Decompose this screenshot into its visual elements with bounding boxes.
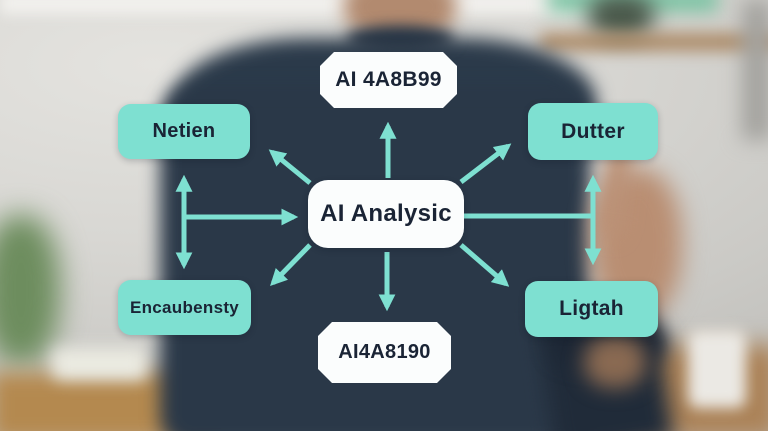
node-bottom-right: Ligtah: [525, 281, 658, 337]
mug-blur: [688, 330, 746, 408]
node-top-right-label: Dutter: [561, 119, 625, 143]
node-top-label: AI 4A8B99: [335, 68, 442, 91]
node-top-left: Netien: [118, 104, 250, 159]
white-object-blur: [52, 348, 147, 380]
wood-shelf-blur: [540, 34, 768, 50]
arrow-to-ligtah-icon: [459, 243, 510, 287]
node-top-left-label: Netien: [152, 120, 216, 142]
node-center: AI Analysic: [308, 180, 464, 248]
arrow-to-netien-icon: [268, 149, 312, 185]
node-top: AI 4A8B99: [320, 52, 457, 108]
node-bottom-left-label: Encaubensty: [129, 297, 240, 317]
person-collar: [346, 26, 454, 52]
node-bottom-left: Encaubensty: [118, 280, 251, 335]
node-bottom-label: AI4A8190: [338, 341, 431, 363]
arrow-to-encaubensty-icon: [270, 243, 312, 287]
wall-shadow-right: [742, 0, 768, 140]
node-bottom: AI4A8190: [318, 322, 451, 383]
plant-left-blur: [0, 215, 60, 365]
node-center-label: AI Analysic: [320, 200, 452, 227]
node-bottom-right-label: Ligtah: [559, 297, 624, 320]
plant-top-right-blur: [588, 0, 654, 38]
person-wrist: [584, 336, 646, 388]
arrow-to-dutter-icon: [459, 143, 512, 184]
node-top-right: Dutter: [528, 103, 658, 160]
